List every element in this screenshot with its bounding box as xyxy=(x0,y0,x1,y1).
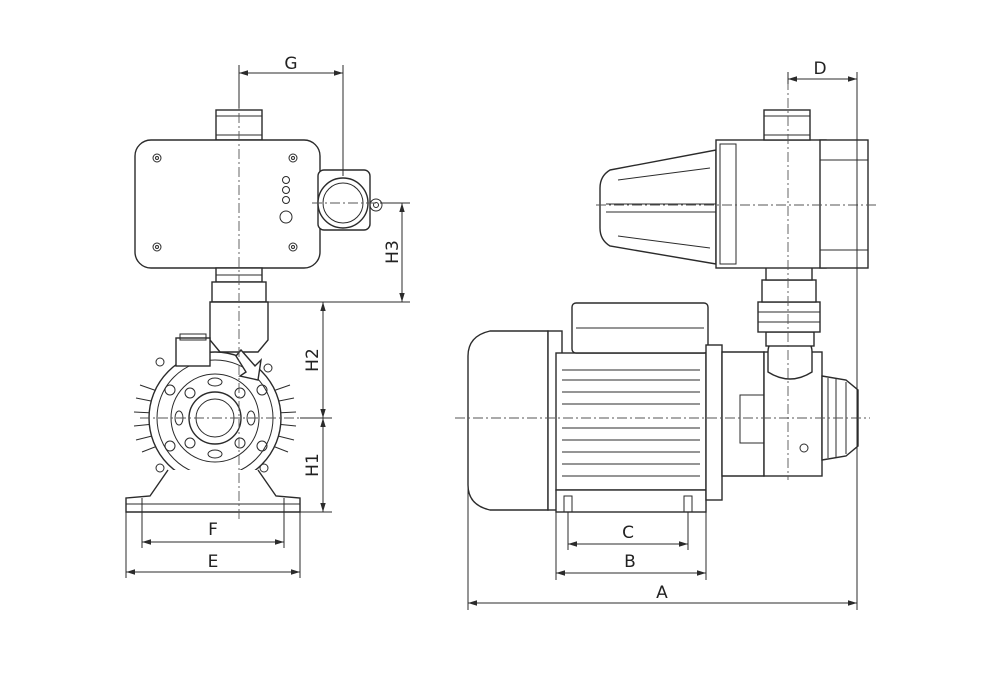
dimension-labels: G H3 H2 H1 F E D C B A xyxy=(208,54,827,603)
label-e: E xyxy=(208,552,219,572)
controller-side-body xyxy=(715,139,827,269)
dimension-lines xyxy=(125,65,858,610)
label-d: D xyxy=(813,59,826,79)
label-h1: H1 xyxy=(303,453,323,477)
rotation-arrow-icon xyxy=(235,348,263,381)
label-f: F xyxy=(208,520,218,540)
front-base-feet xyxy=(125,469,301,513)
motor-body xyxy=(555,352,707,491)
controller-side-back xyxy=(819,139,869,269)
label-h2: H2 xyxy=(303,348,323,372)
motor-front-flange xyxy=(705,344,723,501)
motor-cooling-ribs xyxy=(562,369,700,477)
controller-indicator-leds xyxy=(279,176,293,224)
label-c: C xyxy=(622,523,634,543)
side-union-top xyxy=(761,279,817,303)
front-view xyxy=(125,95,383,520)
side-view xyxy=(455,80,876,513)
side-union xyxy=(757,301,821,333)
motor-feet xyxy=(555,489,707,513)
label-g: G xyxy=(284,54,297,74)
priming-plug xyxy=(175,337,211,367)
discharge-nut xyxy=(765,331,815,347)
motor-fan-cover xyxy=(467,330,549,511)
label-h3: H3 xyxy=(383,240,403,264)
pump-bracket xyxy=(721,351,765,477)
controller-screws xyxy=(152,153,298,252)
label-a: A xyxy=(656,583,668,603)
impeller-ports xyxy=(174,377,256,459)
label-b: B xyxy=(624,552,636,572)
front-discharge-pipe xyxy=(209,301,269,353)
